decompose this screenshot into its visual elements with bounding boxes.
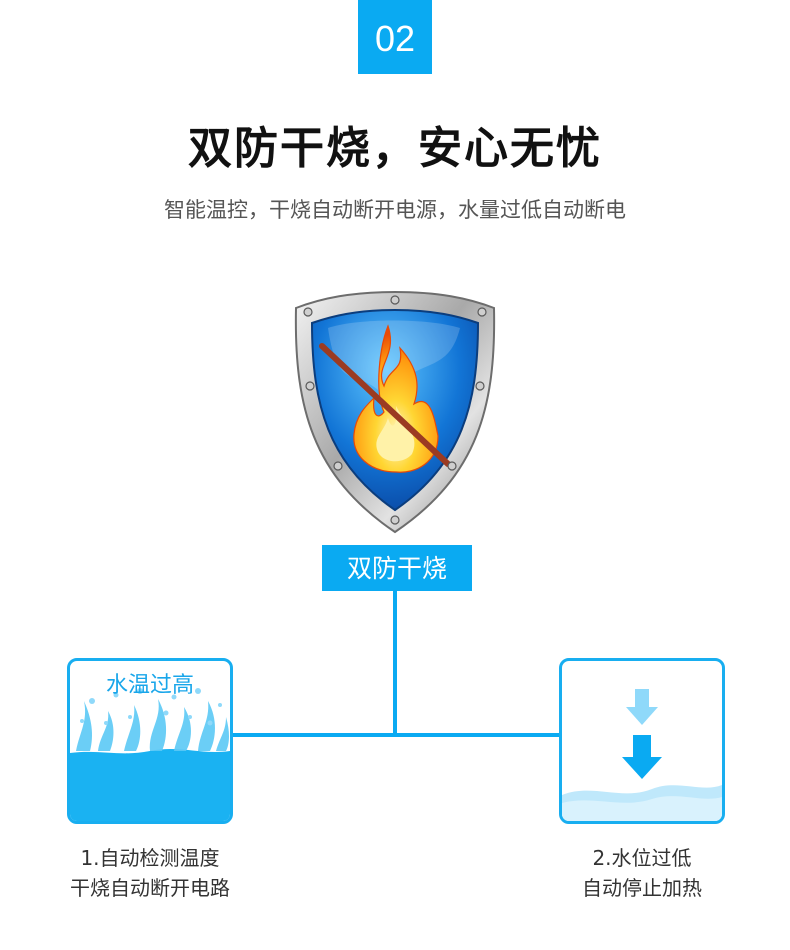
caption-low-water: 2.水位过低 自动停止加热 [522, 843, 762, 903]
high-temperature-card: 水温过高 [67, 658, 233, 824]
caption-high-temperature: 1.自动检测温度 干烧自动断开电路 [30, 843, 270, 903]
connector-horizontal [233, 733, 559, 737]
caption-line: 2.水位过低 [592, 846, 692, 870]
down-arrow-icon [622, 689, 662, 779]
splash-icon [70, 688, 230, 821]
low-water-level-card [559, 658, 725, 824]
card-title: 水温过高 [105, 673, 194, 698]
page-subtitle: 智能温控，干烧自动断开电源，水量过低自动断电 [164, 198, 626, 222]
page-title: 双防干烧，安心无忧 [188, 123, 602, 174]
water-level-icon [562, 689, 722, 821]
caption-line: 1.自动检测温度 [80, 846, 220, 870]
shield-icon [294, 290, 496, 534]
connector-vertical [393, 591, 397, 736]
caption-line: 自动停止加热 [582, 876, 702, 900]
center-label: 双防干烧 [322, 545, 472, 591]
caption-line: 干烧自动断开电路 [70, 876, 230, 900]
section-number-badge: 02 [358, 0, 432, 74]
